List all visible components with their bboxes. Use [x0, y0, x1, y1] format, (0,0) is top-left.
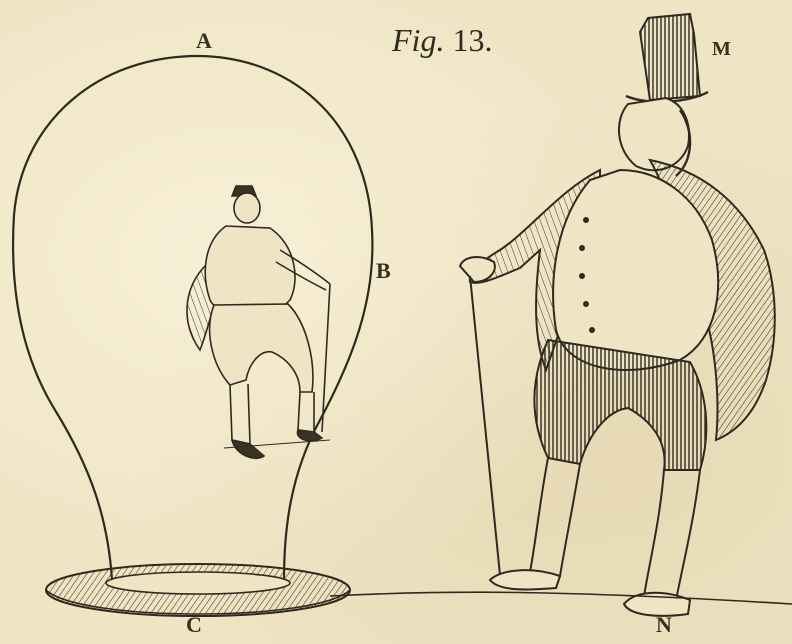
figure-title: Fig. 13. — [392, 22, 492, 59]
label-b: B — [376, 258, 392, 284]
figure-title-number: 13. — [452, 22, 492, 58]
small-figure-in-jar — [187, 186, 330, 458]
large-figure — [330, 14, 792, 616]
figure-title-prefix: Fig. — [392, 22, 444, 58]
label-n: N — [656, 612, 673, 638]
jar-base-plate — [46, 564, 350, 616]
label-m: M — [712, 38, 732, 61]
label-c: C — [186, 612, 203, 638]
label-a: A — [196, 28, 213, 54]
